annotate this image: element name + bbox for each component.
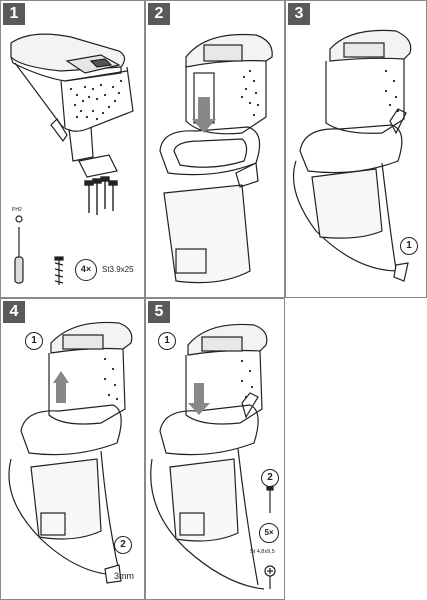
panel-step-5: 5 xyxy=(145,298,285,600)
step-number-badge: 4 xyxy=(3,301,25,323)
panel-step-2: 2 xyxy=(145,0,285,298)
drill-icon xyxy=(104,564,122,584)
substep-bottom-badge: 2 xyxy=(114,536,132,554)
armrest-reinstall-illustration xyxy=(150,323,276,590)
armrest-lift-illustration xyxy=(159,33,273,284)
screw-icon xyxy=(54,256,64,285)
armrest-clip-illustration xyxy=(292,29,412,282)
empty-panel xyxy=(285,298,427,600)
substep-top-badge: 1 xyxy=(158,332,176,350)
panel-step-4: 4 1 2 xyxy=(0,298,145,600)
step-number-badge: 3 xyxy=(288,3,310,25)
down-arrow-icon xyxy=(192,97,216,133)
up-arrow-icon xyxy=(53,371,69,403)
down-arrow-icon xyxy=(188,383,210,415)
substep-top-badge: 1 xyxy=(25,332,43,350)
quantity-badge: 5× xyxy=(259,523,279,543)
step-number-badge: 5 xyxy=(148,301,170,323)
panel-step-3: 3 1 xyxy=(285,0,427,298)
screwdriver-icon xyxy=(14,215,24,284)
screw-spec-label: St 4,8x9,5 xyxy=(250,549,275,555)
armrest-assembly-illustration xyxy=(10,33,134,285)
screwdriver-bit-icon xyxy=(266,484,274,513)
armrest-removal-illustration xyxy=(8,321,133,584)
screw-spec-label: St3.9x25 xyxy=(102,265,134,274)
clip-icon xyxy=(393,262,409,282)
panel-step-1: 1 xyxy=(0,0,145,298)
screw-group xyxy=(84,176,118,215)
drill-size-label: 3mm xyxy=(114,571,134,581)
screw-icon xyxy=(264,565,276,589)
substep-badge: 1 xyxy=(400,237,418,255)
step-number-badge: 1 xyxy=(3,3,25,25)
step-number-badge: 2 xyxy=(148,3,170,25)
quantity-badge: 4× xyxy=(75,259,97,281)
tool-hint: PH2 xyxy=(12,207,22,213)
substep-bottom-badge: 2 xyxy=(261,469,279,487)
